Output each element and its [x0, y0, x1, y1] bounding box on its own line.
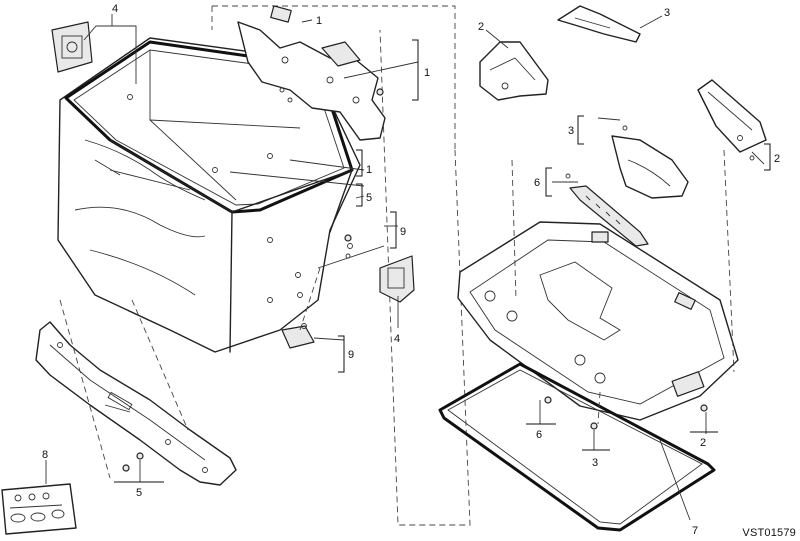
corner-guard-3: [557, 5, 641, 43]
callout-brackets: [114, 39, 771, 483]
callout-1-mid: 1: [366, 164, 372, 176]
case-lid: [457, 221, 739, 421]
lid-seal: [438, 362, 716, 532]
corner-guard-right: [697, 79, 767, 161]
handle-cover: [611, 125, 689, 199]
mounting-bracket: [237, 5, 386, 141]
callout-7: 7: [692, 525, 698, 537]
callout-numbers: 4 1 1 1 5 9 4 9 2 3 3 6 2 6 3 2 7 8 5: [42, 3, 780, 537]
carry-handle: [565, 173, 649, 247]
decal-sheet: [1, 483, 77, 535]
callout-2-bottom: 2: [700, 437, 706, 449]
callout-4-mid: 4: [394, 333, 400, 345]
callout-3-top: 3: [664, 7, 670, 19]
callout-9-top: 9: [400, 226, 406, 238]
corner-guard-top: [479, 41, 549, 101]
latch-middle: [345, 243, 415, 303]
bumper-rail: [35, 321, 237, 486]
callout-1-bracket: 1: [424, 67, 430, 79]
callout-1-top: 1: [316, 15, 322, 27]
callout-8: 8: [42, 449, 48, 461]
side-case: [57, 37, 361, 353]
callout-6-bottom: 6: [536, 429, 542, 441]
leader-lines: [45, 14, 765, 521]
drawing-reference-code: VST01579: [742, 527, 796, 539]
clip-bottom: [281, 323, 315, 349]
callout-3-mid: 3: [568, 125, 574, 137]
callout-2-top: 2: [478, 21, 484, 33]
latch-plate-top: [51, 21, 93, 73]
callout-5-bottom: 5: [136, 487, 142, 499]
callout-6-mid: 6: [534, 177, 540, 189]
callout-9-bottom: 9: [348, 349, 354, 361]
callout-4-top: 4: [112, 3, 118, 15]
callout-2-right: 2: [774, 153, 780, 165]
callout-3-bottom: 3: [592, 457, 598, 469]
screws: [122, 88, 708, 472]
callout-5-mid: 5: [366, 192, 372, 204]
